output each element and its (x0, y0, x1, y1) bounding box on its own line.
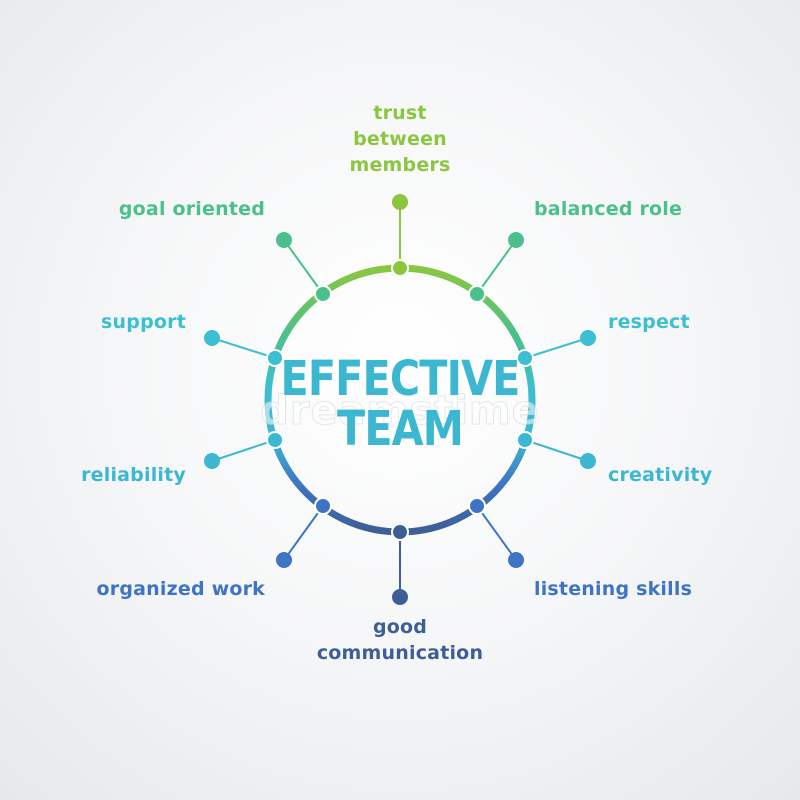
node-outer-upper-right (508, 232, 524, 248)
label-top-line1: trust (373, 102, 427, 124)
spoke-upper-right (476, 239, 517, 295)
node-ring-upper-left (314, 285, 332, 303)
node-ring-right-upper (516, 349, 534, 367)
node-ring-top (391, 259, 409, 277)
spoke-left-lower (211, 439, 276, 462)
node-ring-bottom (391, 523, 409, 541)
node-ring-upper-right (468, 285, 486, 303)
spoke-left-upper (211, 337, 276, 359)
center-title-line1: EFFECTIVE (280, 351, 520, 407)
node-ring-left-upper (266, 349, 284, 367)
label-organized-work: organized work (96, 578, 265, 600)
label-creativity: creativity (608, 464, 713, 486)
spokes (204, 194, 596, 605)
node-ring-lower-right (468, 497, 486, 515)
node-outer-lower-right (508, 552, 524, 568)
spoke-lower-right (476, 505, 517, 561)
node-outer-left-upper (204, 330, 220, 346)
node-ring-lower-left (314, 497, 332, 515)
spoke-upper-left (283, 239, 324, 295)
node-outer-lower-left (276, 552, 292, 568)
label-goal-oriented: goal oriented (118, 198, 265, 220)
node-ring-left-lower (266, 431, 284, 449)
label-listening-skills: listening skills (534, 578, 693, 600)
node-outer-right-lower (580, 453, 596, 469)
label-support: support (101, 311, 186, 333)
label-respect: respect (608, 311, 690, 333)
label-good-communication: good communication (290, 614, 510, 666)
spoke-lower-left (283, 505, 324, 561)
node-outer-bottom (392, 589, 408, 605)
node-outer-right-upper (580, 330, 596, 346)
node-ring-right-lower (516, 431, 534, 449)
label-balanced-role: balanced role (534, 198, 683, 220)
label-trust-between-members: trust between members (300, 100, 500, 178)
label-top-line2: between (353, 128, 447, 150)
spoke-right-upper (524, 337, 589, 359)
spoke-right-lower (524, 439, 589, 462)
center-title-line2: TEAM (337, 401, 464, 457)
label-reliability: reliability (81, 464, 186, 486)
node-outer-top (392, 194, 408, 210)
label-bottom-line1: good (372, 616, 428, 638)
label-top-line3: members (349, 154, 451, 176)
node-outer-left-lower (204, 453, 220, 469)
label-bottom-line2: communication (316, 642, 484, 664)
node-outer-upper-left (276, 232, 292, 248)
